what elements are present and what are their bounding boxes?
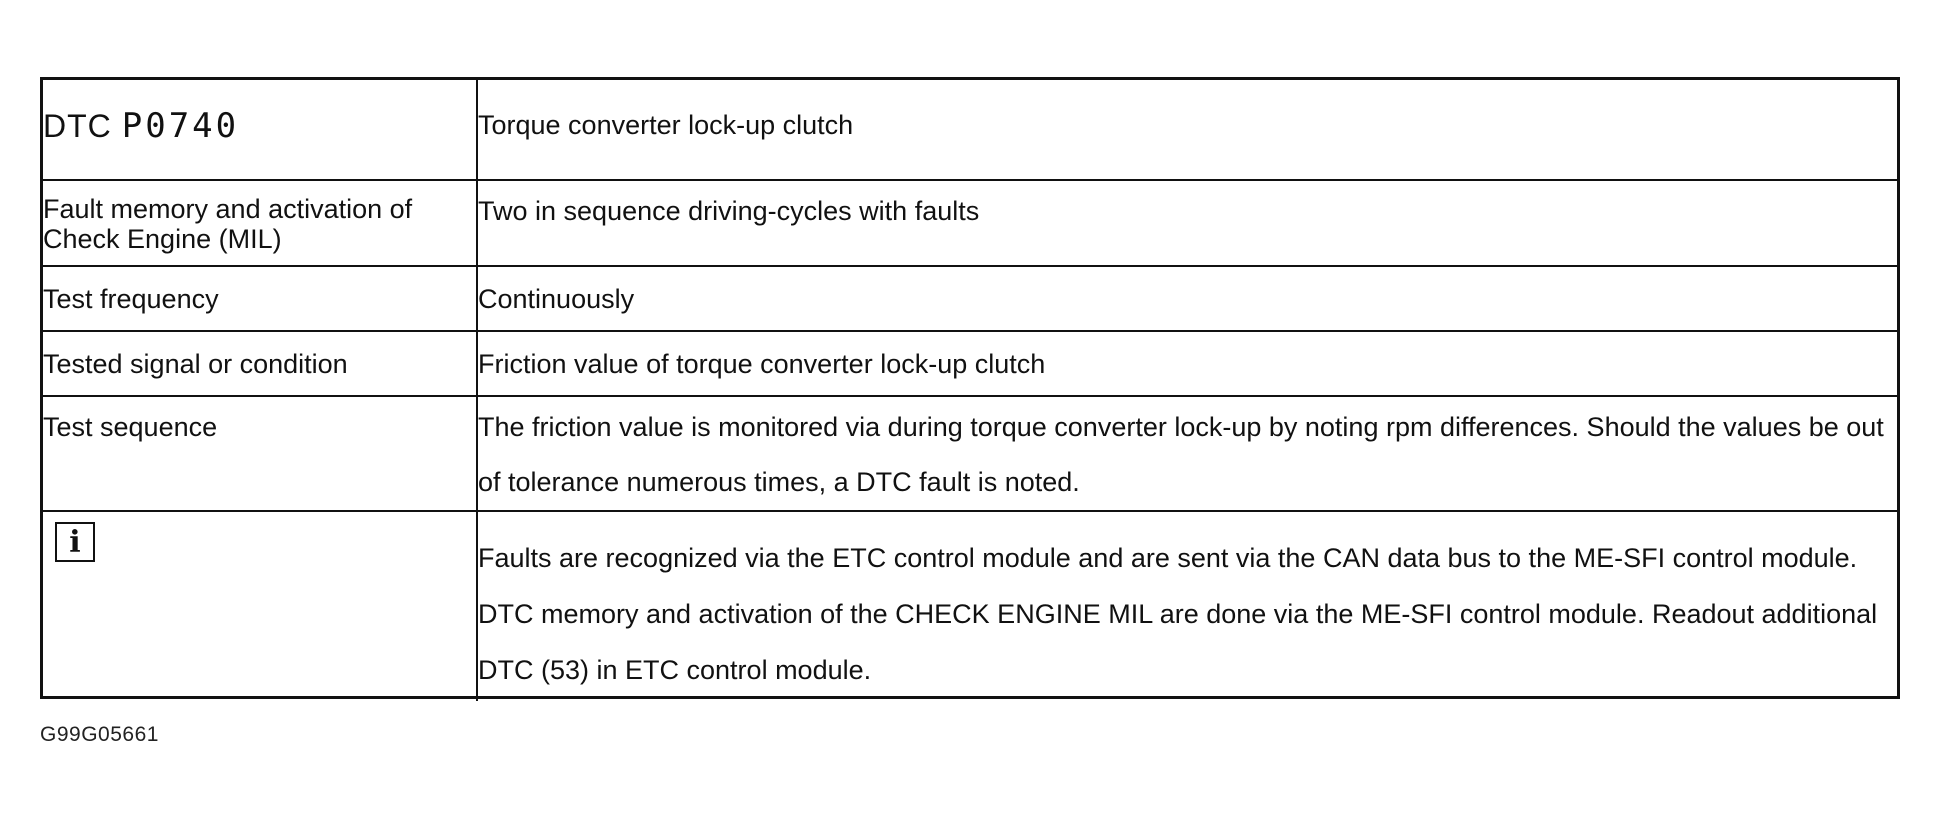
test-sequence-value: The friction value is monitored via duri…: [478, 412, 1884, 497]
fault-memory-label: Fault memory and activation of Check Eng…: [43, 179, 478, 267]
table-row: Tested signal or condition Friction valu…: [43, 330, 1897, 397]
test-frequency-label: Test frequency: [43, 265, 478, 332]
tested-signal-label: Tested signal or condition: [43, 330, 478, 397]
table-row: i Faults are recognized via the ETC cont…: [43, 510, 1897, 701]
dtc-prefix: DTC: [43, 108, 112, 144]
figure-id: G99G05661: [40, 723, 159, 746]
info-icon: i: [55, 522, 95, 562]
test-frequency-value: Continuously: [476, 265, 1897, 332]
tested-signal-value: Friction value of torque converter lock-…: [476, 330, 1897, 397]
table-row: Fault memory and activation of Check Eng…: [43, 179, 1897, 267]
test-sequence-label: Test sequence: [43, 395, 478, 512]
table-row: Test frequency Continuously: [43, 265, 1897, 332]
dtc-description: Torque converter lock-up clutch: [476, 80, 1897, 181]
table-row: Test sequence The friction value is moni…: [43, 395, 1897, 512]
test-sequence-value-cell: The friction value is monitored via duri…: [476, 395, 1897, 512]
fault-memory-value: Two in sequence driving-cycles with faul…: [476, 179, 1897, 267]
dtc-code: P0740: [121, 106, 240, 146]
info-note: Faults are recognized via the ETC contro…: [476, 510, 1897, 701]
info-icon-cell: i: [43, 510, 478, 701]
